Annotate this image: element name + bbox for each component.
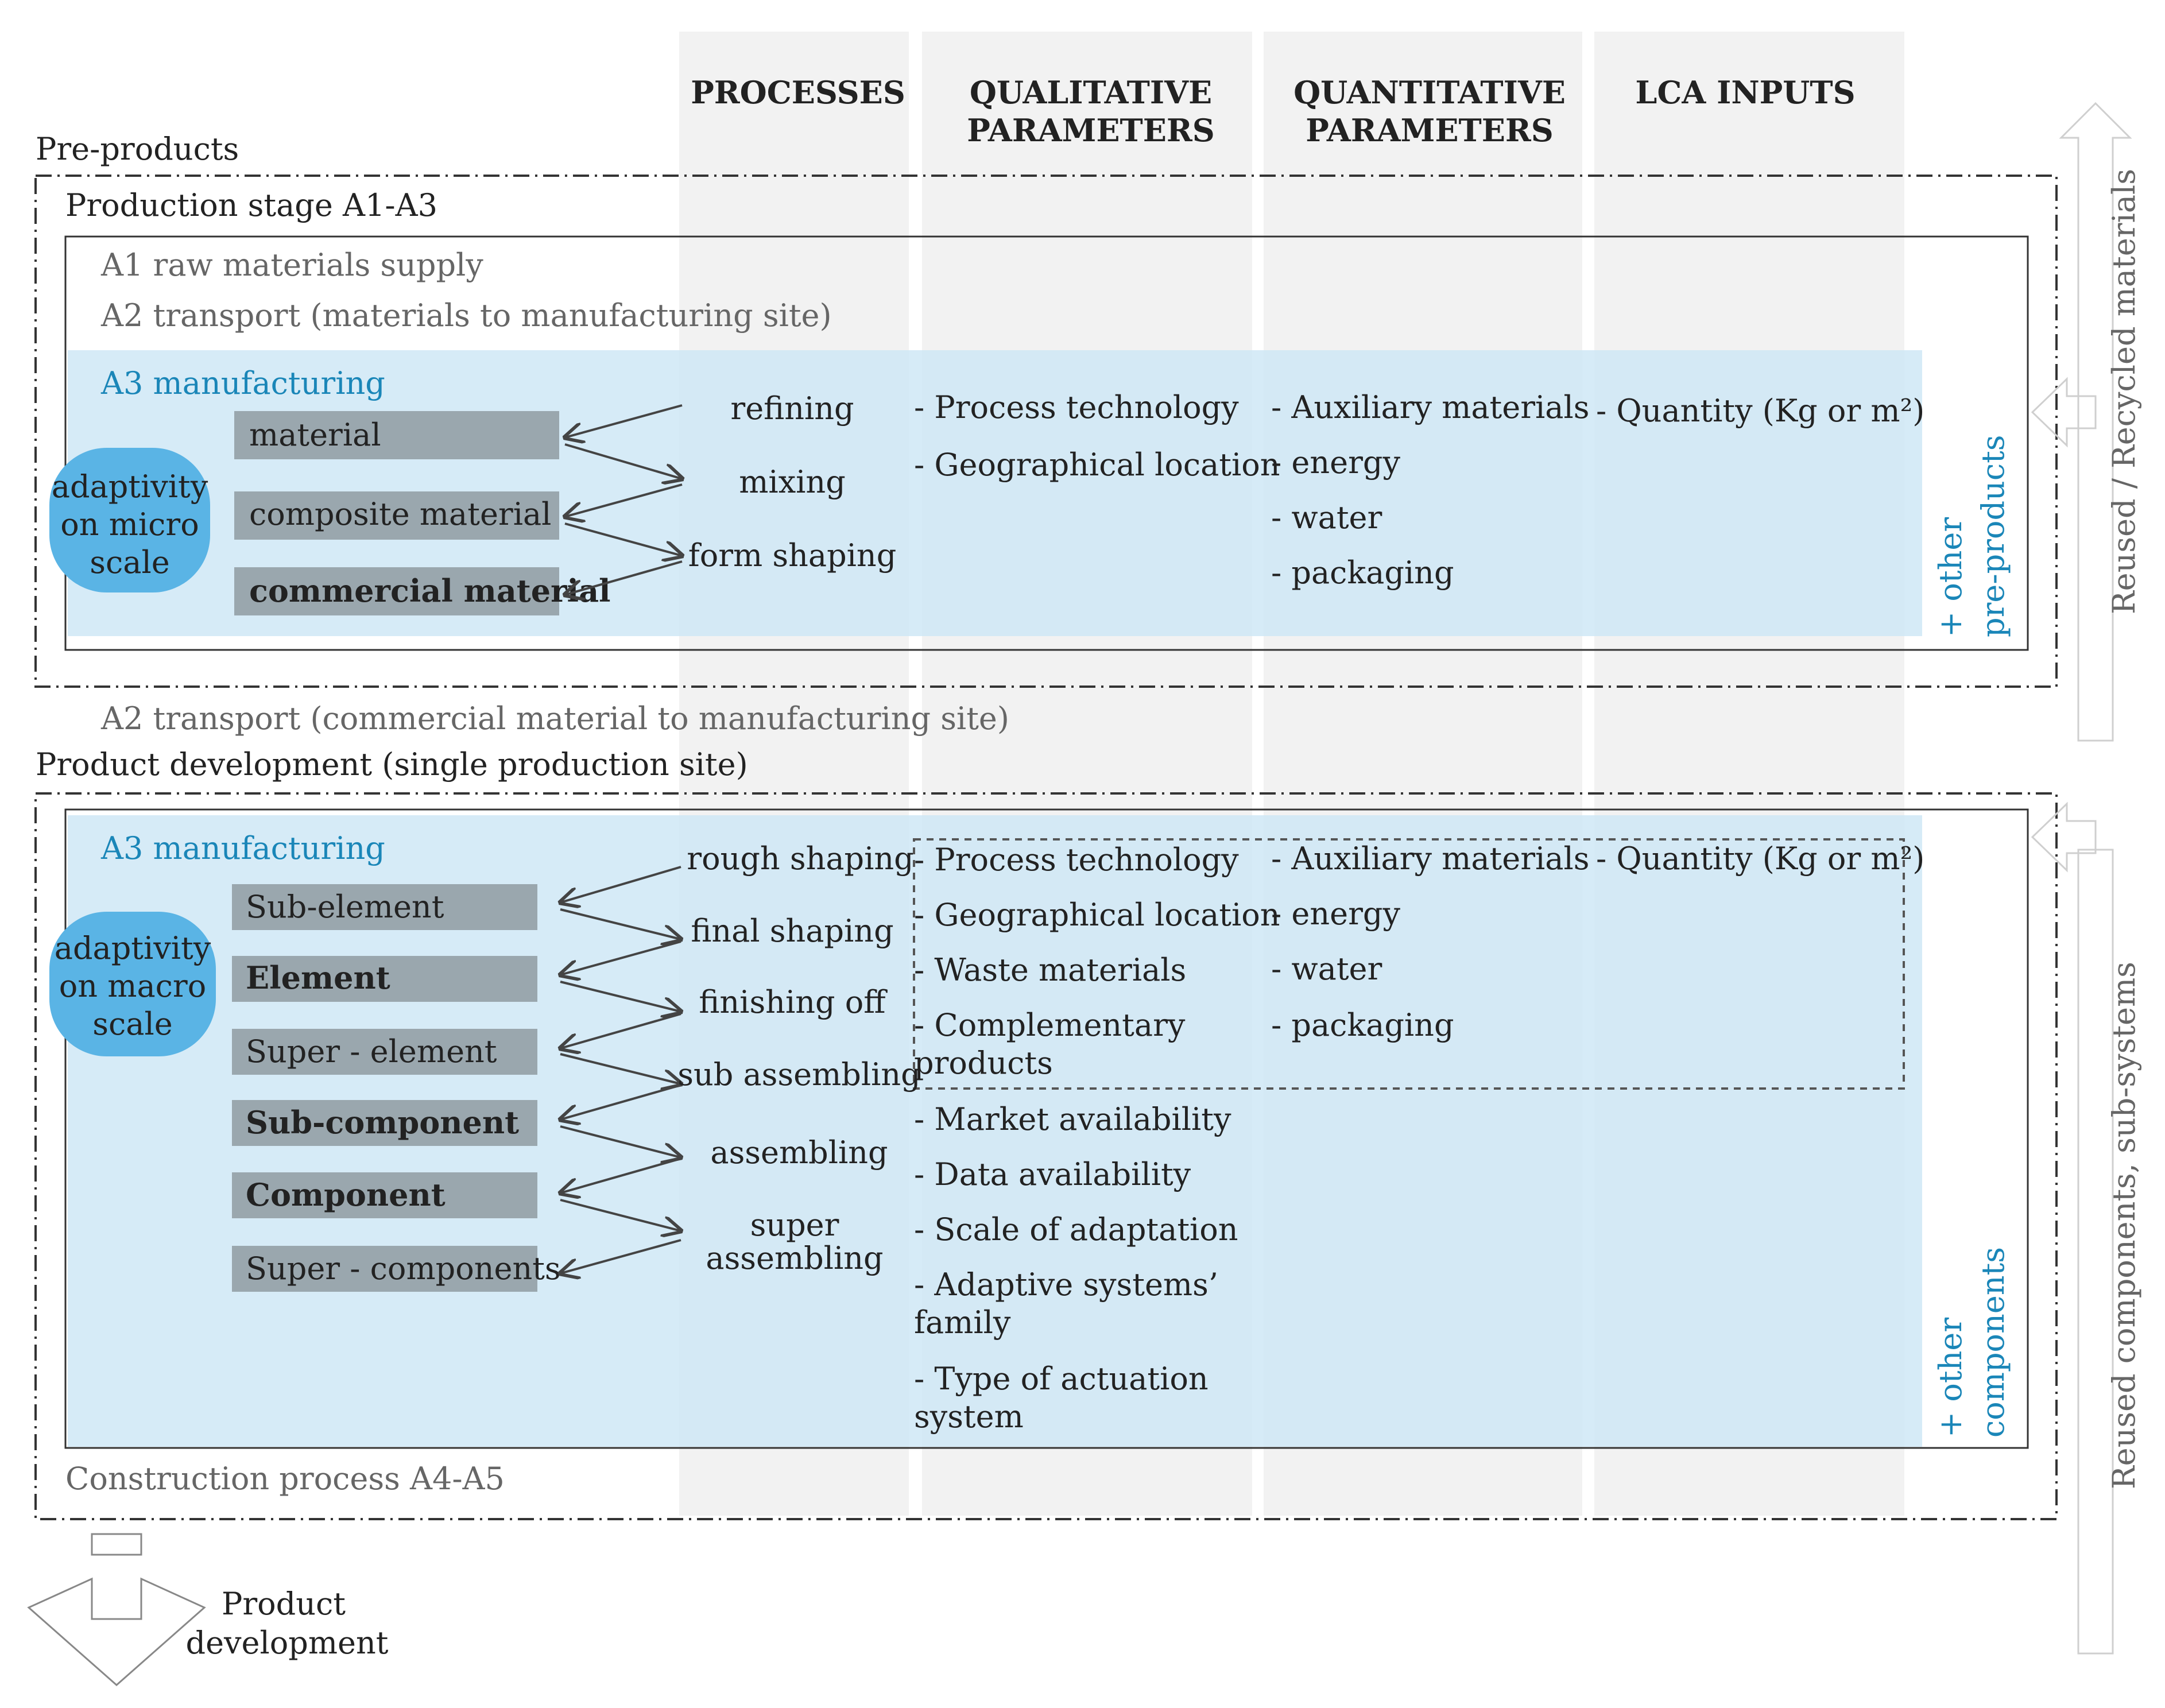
dev-qual-1: - Process technology (914, 842, 1239, 878)
pre-products-arrows (565, 404, 682, 595)
header-qualitative-2: PARAMETERS (967, 112, 1215, 149)
production-stage-frame (64, 235, 2029, 651)
other-pre-products-1: + other (1932, 517, 1969, 637)
process-super-assembling-2: assembling (706, 1240, 883, 1276)
dev-qual-7: - Scale of adaptation (914, 1211, 1238, 1248)
construction-process-label: Construction process A4-A5 (65, 1461, 505, 1497)
super-components-label: Super - components (246, 1250, 561, 1287)
commercial-material-label: commercial material (249, 572, 611, 609)
pre-products-dashed-frame (34, 175, 2058, 688)
header-quantitative: QUANTITATIVE (1293, 74, 1566, 111)
super-element-box (232, 1029, 537, 1075)
material-label: material (249, 417, 381, 453)
pre-quant-2: - energy (1271, 444, 1400, 481)
transport-commercial-label: A2 transport (commercial material to man… (100, 700, 1009, 737)
recycled-materials-flow-arrow (2031, 102, 2132, 742)
sub-element-box (232, 884, 537, 930)
reused-components-flow-arrow (2031, 801, 2114, 1655)
super-components-box (232, 1246, 537, 1292)
component-label: Component (246, 1176, 446, 1213)
process-mixing: mixing (739, 464, 846, 500)
product-development-label-2: development (186, 1625, 389, 1661)
pre-quant-3: - water (1271, 499, 1382, 536)
dev-qual-3: - Waste materials (914, 952, 1186, 988)
adaptivity-macro-l1: adaptivity (55, 930, 211, 966)
pre-qual-2: - Geographical location (914, 447, 1280, 483)
pre-products-title: Pre-products (36, 131, 239, 167)
sub-component-label: Sub-component (246, 1104, 519, 1141)
dev-quant-1: - Auxiliary materials (1271, 841, 1589, 877)
dev-qual-5: - Market availability (914, 1101, 1231, 1137)
adaptivity-macro-bubble (49, 912, 216, 1056)
process-form-shaping: form shaping (688, 537, 897, 574)
sub-component-box (232, 1100, 537, 1146)
header-qualitative: QUALITATIVE (970, 74, 1212, 111)
pre-quant-1: - Auxiliary materials (1271, 389, 1589, 425)
dev-quant-4: - packaging (1271, 1007, 1454, 1043)
dev-qual-8a: - Adaptive systems’ (914, 1267, 1218, 1303)
a2-label: A2 transport (materials to manufacturing… (100, 297, 832, 334)
product-dev-arrows (560, 866, 681, 1273)
process-super-assembling-1: super (750, 1207, 839, 1243)
composite-material-box (234, 491, 559, 540)
element-box (232, 956, 537, 1002)
dev-qual-4b: products (914, 1045, 1053, 1081)
pre-lca-quantity: - Quantity (Kg or m²) (1596, 393, 1924, 429)
dev-qual-8b: family (914, 1304, 1011, 1341)
process-assembling: assembling (710, 1134, 888, 1171)
header-quantitative-2: PARAMETERS (1306, 112, 1554, 149)
product-development-label-1: Product (222, 1586, 346, 1622)
adaptivity-micro-l2: on micro (60, 506, 199, 543)
process-final-shaping: final shaping (691, 913, 893, 949)
dev-qual-6: - Data availability (914, 1156, 1191, 1192)
adaptivity-micro-bubble (49, 448, 210, 592)
process-finishing-off: finishing off (699, 984, 888, 1020)
other-pre-products-2: pre-products (1975, 435, 2011, 637)
dev-qual-2: - Geographical location (914, 897, 1280, 933)
other-components-2: components (1975, 1247, 2011, 1438)
element-label: Element (246, 959, 390, 996)
dev-qual-4a: - Complementary (914, 1007, 1186, 1043)
a1-label: A1 raw materials supply (100, 247, 483, 283)
sub-element-label: Sub-element (246, 889, 444, 925)
pre-quant-4: - packaging (1271, 555, 1454, 591)
process-sub-assembling: sub assembling (677, 1056, 920, 1093)
reused-recycled-materials-label: Reused / Recycled materials (2106, 169, 2142, 614)
header-lca-inputs: LCA INPUTS (1635, 74, 1855, 111)
commercial-material-box (234, 567, 559, 615)
other-components-1: + other (1932, 1318, 1969, 1438)
a3-label-pre: A3 manufacturing (100, 365, 385, 401)
super-element-label: Super - element (246, 1033, 497, 1070)
adaptivity-macro-l3: scale (92, 1006, 172, 1042)
composite-material-label: composite material (249, 496, 551, 532)
dev-qual-9b: system (914, 1399, 1024, 1435)
product-dev-title: Product development (single production s… (36, 746, 748, 783)
adaptivity-micro-l3: scale (90, 544, 169, 580)
dev-qual-9a: - Type of actuation (914, 1361, 1209, 1397)
shared-parameters-dashed-box (913, 838, 1905, 1090)
component-box (232, 1172, 537, 1218)
process-rough-shaping: rough shaping (687, 841, 913, 877)
dev-quant-2: - energy (1271, 896, 1400, 932)
process-refining: refining (730, 390, 854, 427)
adaptivity-micro-l1: adaptivity (52, 468, 208, 505)
product-development-arrow (27, 1533, 206, 1687)
material-box (234, 411, 559, 459)
header-processes: PROCESSES (691, 74, 905, 111)
dev-quant-3: - water (1271, 951, 1382, 987)
dev-lca-quantity: - Quantity (Kg or m²) (1596, 841, 1924, 877)
a3-label-dev: A3 manufacturing (100, 830, 385, 866)
production-stage-label: Production stage A1-A3 (65, 187, 437, 223)
pre-qual-1: - Process technology (914, 389, 1239, 425)
adaptivity-macro-l2: on macro (59, 968, 206, 1004)
product-dev-frame (64, 808, 2029, 1449)
reused-components-label: Reused components, sub-systems (2106, 962, 2142, 1489)
